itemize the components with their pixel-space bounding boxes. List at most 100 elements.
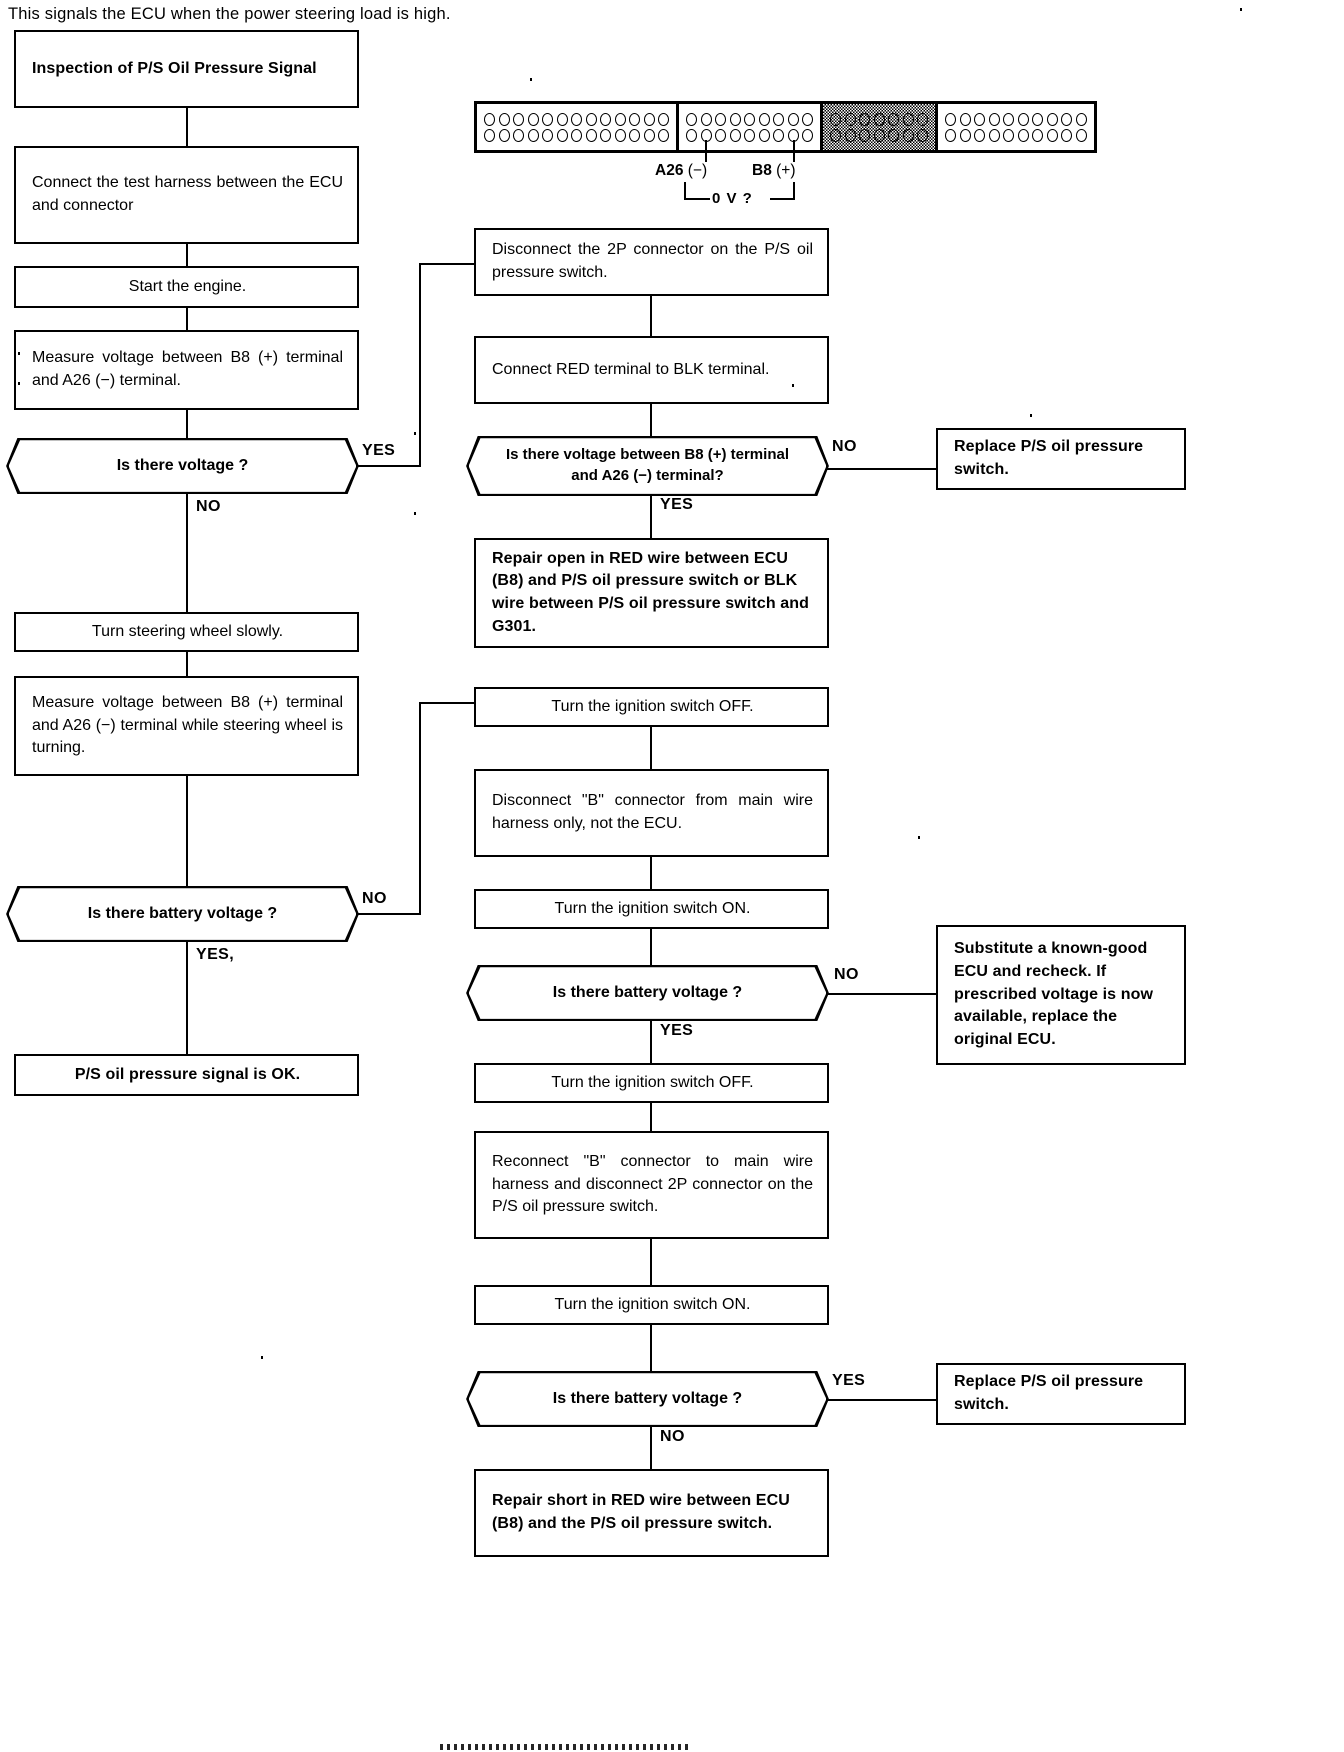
connector-pin	[902, 128, 914, 142]
decision-battery-voltage-left-text: Is there battery voltage ?	[87, 904, 278, 922]
connector-pin	[686, 128, 697, 142]
connector-pin	[859, 128, 870, 142]
connector-line	[186, 776, 189, 886]
connector-pin	[527, 128, 539, 142]
connector-line	[650, 929, 653, 965]
connector-pin	[1046, 128, 1058, 142]
connector-pin	[787, 112, 799, 126]
box-inspection-title-text: Inspection of P/S Oil Pressure Signal	[32, 59, 317, 77]
box-replace-switch-upper: Replace P/S oil pressure switch.	[936, 428, 1186, 490]
scan-speck	[792, 384, 794, 387]
ecu-connector-diagram	[474, 101, 1097, 153]
box-ignition-off-1-text: Turn the ignition switch OFF.	[551, 697, 754, 715]
connector-pin	[945, 112, 956, 126]
label-no-battery-left: NO	[362, 890, 387, 907]
bracket-right-foot	[770, 198, 795, 200]
box-repair-short-red-wire: Repair short in RED wire between ECU (B8…	[474, 1469, 829, 1557]
connector-pin	[802, 128, 813, 142]
box-ignition-on-1: Turn the ignition switch ON.	[474, 889, 829, 929]
connector-pin	[888, 128, 899, 142]
connector-pin	[556, 112, 568, 126]
connector-pin	[715, 128, 726, 142]
hex-face: Is there battery voltage ?	[8, 888, 357, 940]
decision-is-there-voltage: Is there voltage ?	[6, 438, 359, 494]
connector-line	[186, 942, 189, 1054]
pin-row-bottom	[830, 128, 928, 142]
scan-speck	[18, 382, 20, 385]
connector-pin	[686, 112, 697, 126]
connector-pin	[643, 128, 655, 142]
connector-pin	[758, 112, 770, 126]
decision-voltage-b8-a26-text: Is there voltage between B8 (+) terminal…	[505, 446, 789, 484]
connector-pin	[498, 128, 510, 142]
pin-callout-b8-name: B8	[752, 162, 772, 179]
connector-pin	[629, 128, 640, 142]
connector-block-b	[679, 104, 823, 150]
box-ignition-on-2: Turn the ignition switch ON.	[474, 1285, 829, 1325]
connector-pin	[600, 112, 611, 126]
connector-pin	[484, 128, 495, 142]
measure-label-0v: 0 V ?	[712, 190, 753, 207]
box-ignition-on-2-text: Turn the ignition switch ON.	[554, 1295, 751, 1313]
connector-pin	[830, 128, 841, 142]
connector-pin	[513, 128, 524, 142]
box-replace-switch-lower-text: Replace P/S oil pressure switch.	[954, 1373, 1144, 1413]
connector-pin	[959, 128, 971, 142]
connector-pin	[773, 128, 784, 142]
connector-line	[650, 727, 653, 769]
connector-line	[356, 913, 421, 916]
connector-line	[650, 1103, 653, 1131]
connector-line	[186, 244, 189, 266]
connector-pin	[873, 128, 885, 142]
connector-pin	[744, 112, 755, 126]
connector-pin	[600, 128, 611, 142]
pin-row-bottom	[686, 128, 813, 142]
connector-pin	[859, 112, 870, 126]
page-bottom-artifact	[440, 1744, 690, 1750]
connector-line	[826, 468, 936, 471]
label-yes-voltage: YES	[362, 442, 396, 459]
connector-block-d	[938, 104, 1094, 150]
box-disconnect-2p-connector: Disconnect the 2P connector on the P/S o…	[474, 228, 829, 296]
scan-speck	[1240, 8, 1242, 11]
connector-pin	[974, 112, 985, 126]
label-no-voltage: NO	[196, 498, 221, 515]
connector-line	[826, 1399, 936, 1402]
bracket-left-arm	[684, 182, 686, 200]
connector-pin	[513, 112, 524, 126]
box-ignition-off-1: Turn the ignition switch OFF.	[474, 687, 829, 727]
label-yes-voltage-b8: YES	[660, 496, 694, 513]
connector-pin	[873, 112, 885, 126]
pin-callout-b8-sign: (+)	[776, 162, 796, 179]
connector-pin	[571, 128, 582, 142]
decision-battery-voltage-2: Is there battery voltage ?	[466, 1371, 829, 1427]
connector-line	[650, 1427, 653, 1469]
box-replace-switch-lower: Replace P/S oil pressure switch.	[936, 1363, 1186, 1425]
connector-pin	[571, 112, 582, 126]
box-result-signal-ok-text: P/S oil pressure signal is OK.	[74, 1065, 301, 1083]
scan-speck	[530, 78, 532, 81]
connector-pin	[844, 112, 856, 126]
box-measure-voltage: Measure voltage between B8 (+) terminal …	[14, 330, 359, 410]
connector-pin	[700, 112, 712, 126]
connector-block-c-shaded	[823, 104, 938, 150]
connector-pin	[1075, 128, 1087, 142]
connector-pin	[830, 112, 841, 126]
label-no-battery-1: NO	[834, 966, 859, 983]
leader-line-b8	[793, 140, 795, 162]
decision-battery-voltage-2-text: Is there battery voltage ?	[552, 1389, 743, 1407]
connector-pin	[614, 128, 626, 142]
box-measure-while-turning-text: Measure voltage between B8 (+) terminal …	[32, 693, 343, 757]
scan-speck	[1030, 414, 1032, 417]
label-no-voltage-b8: NO	[832, 438, 857, 455]
connector-line	[650, 1021, 653, 1063]
connector-pin	[758, 128, 770, 142]
connector-pin	[988, 128, 1000, 142]
box-result-signal-ok: P/S oil pressure signal is OK.	[14, 1054, 359, 1096]
connector-pin	[1061, 112, 1072, 126]
connector-line	[650, 1325, 653, 1371]
box-ignition-off-2-text: Turn the ignition switch OFF.	[551, 1073, 754, 1091]
scan-speck	[414, 512, 416, 515]
box-start-engine: Start the engine.	[14, 266, 359, 308]
pin-row-top	[484, 112, 669, 126]
